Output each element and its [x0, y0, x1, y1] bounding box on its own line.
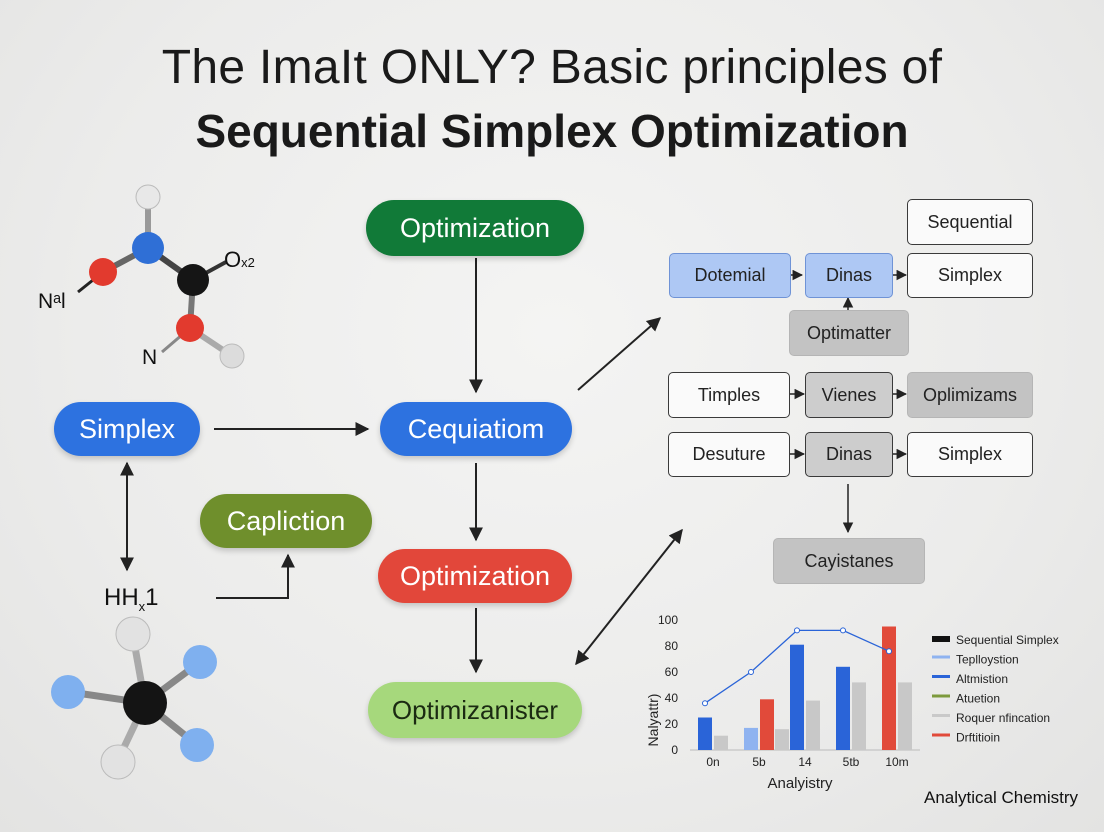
chart-point: [840, 627, 846, 634]
legend-label: Teplloystion: [956, 653, 1019, 667]
legend-swatch: [932, 714, 950, 717]
legend-swatch: [932, 675, 950, 678]
title-line-1: The ImaIt ONLY? Basic principles of: [161, 41, 943, 94]
chart-point: [886, 648, 892, 655]
chart-x-label: Analyistry: [767, 775, 833, 792]
chart-point: [748, 669, 754, 675]
molecule-top-label-o: Ox2: [224, 247, 255, 272]
node-simplex[interactable]: Simplex: [54, 402, 200, 456]
legend-swatch: [932, 733, 950, 737]
chart-x-tick: 0n: [706, 755, 719, 769]
legend-label: Altmistion: [956, 672, 1008, 686]
node-optimization-red[interactable]: Optimization: [378, 549, 572, 603]
node-optimization-top[interactable]: Optimization: [366, 200, 584, 256]
box-dinas-2[interactable]: Dinas: [805, 432, 893, 477]
molecule-top-label-n: N: [142, 346, 158, 369]
legend-swatch: [932, 655, 950, 659]
chart-bar: [760, 699, 774, 750]
legend-swatch: [932, 636, 950, 642]
title-line-2: Sequential Simplex Optimization: [195, 105, 909, 157]
box-cayistanes[interactable]: Cayistanes: [773, 538, 925, 584]
chart-bar: [775, 729, 789, 750]
box-desuture[interactable]: Desuture: [668, 432, 790, 477]
chart-y-label: Nalyattr): [645, 694, 661, 747]
chart-bar: [744, 727, 758, 750]
molecule-top-label-nal: Nᵃl: [38, 290, 66, 313]
chart-y-tick: 60: [665, 665, 679, 679]
chart-point: [794, 627, 800, 634]
bar-chart: Nalyattr) Analyistry 0 20 40 60 80 100 0n 5b 14 5…: [645, 613, 1059, 792]
box-simplex-2[interactable]: Simplex: [907, 432, 1033, 477]
chart-x-tick: 14: [798, 755, 812, 769]
legend-label: Drftitioin: [956, 731, 1000, 745]
footer-label: Analytical Chemistry: [924, 788, 1078, 807]
molecule-top-graphic: [77, 184, 245, 369]
legend-label: Sequential Simplex: [956, 633, 1059, 647]
box-simplex-1[interactable]: Simplex: [907, 253, 1033, 298]
box-dotemial[interactable]: Dotemial: [669, 253, 791, 298]
legend-label: Roquer nfincation: [956, 711, 1050, 725]
box-optimatter[interactable]: Optimatter: [789, 310, 909, 356]
chart-y-tick: 100: [658, 613, 678, 627]
chart-bar: [698, 717, 712, 750]
chart-x-tick: 5b: [752, 755, 766, 769]
node-optimizanister[interactable]: Optimizanister: [368, 682, 582, 738]
box-oplimizams[interactable]: Oplimizams: [907, 372, 1033, 418]
chart-y-tick: 0: [671, 743, 678, 757]
molecule-bottom-label: HHx1: [104, 584, 159, 614]
legend-label: Atuetion: [956, 692, 1000, 706]
chart-bar: [882, 626, 896, 750]
legend-swatch: [932, 694, 950, 698]
chart-bar: [852, 682, 866, 750]
chart-x-tick: 5tb: [843, 755, 860, 769]
box-timples[interactable]: Timples: [668, 372, 790, 418]
chart-bar: [836, 666, 850, 750]
chart-y-tick: 20: [665, 717, 679, 731]
chart-y-tick: 80: [665, 639, 679, 653]
chart-bar: [790, 644, 804, 750]
box-vienes[interactable]: Vienes: [805, 372, 893, 418]
chart-bar: [806, 700, 820, 750]
chart-point: [702, 700, 708, 707]
node-cequiatiom[interactable]: Cequiatiom: [380, 402, 572, 456]
node-capliction[interactable]: Capliction: [200, 494, 372, 548]
chart-bar: [714, 735, 728, 750]
chart-y-tick: 40: [665, 691, 679, 705]
box-dinas-1[interactable]: Dinas: [805, 253, 893, 298]
molecule-bottom-graphic: [51, 616, 217, 780]
box-sequential[interactable]: Sequential: [907, 199, 1033, 245]
chart-bar: [898, 682, 912, 750]
chart-x-tick: 10m: [885, 755, 908, 769]
